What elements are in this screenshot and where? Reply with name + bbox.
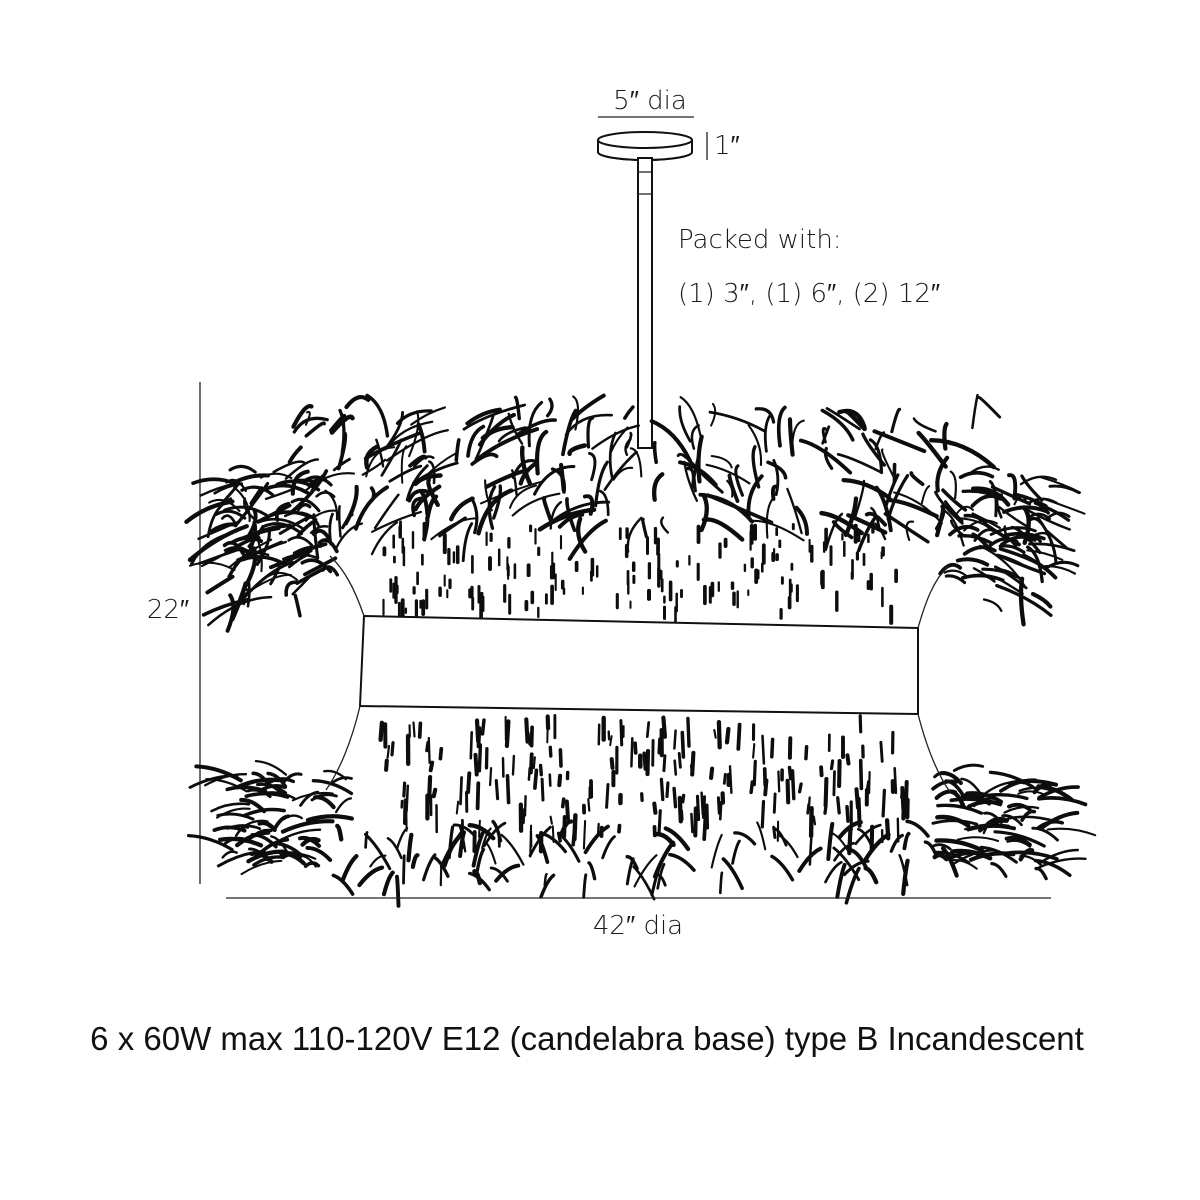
canopy-height-label: 1″ [714,131,740,161]
canopy [597,131,693,161]
packed-with-title: Packed with: [678,225,842,255]
height-label: 22″ [147,595,189,625]
upper-fringe [184,393,1086,633]
canopy-diameter-label: 5″ dia [613,86,687,116]
lower-fringe [186,714,1097,908]
packed-rods-list: (1) 3″, (1) 6″, (2) 12″ [678,279,940,309]
lamp-spec: 6 x 60W max 110-120V E12 (candelabra bas… [90,1020,1084,1057]
fringe-shade [184,393,1097,908]
center-band [358,614,919,716]
width-label: 42″ dia [593,911,683,941]
downrod [637,157,653,449]
